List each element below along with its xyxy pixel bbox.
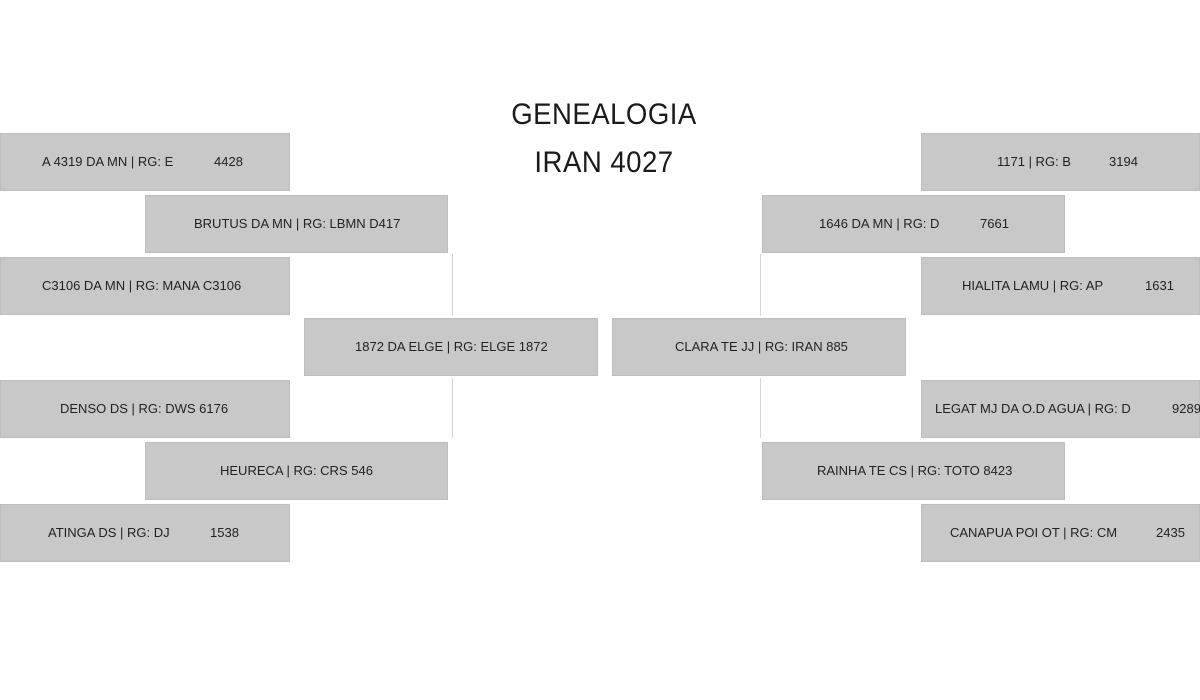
animal-label: ATINGA DS | RG: DJ: [48, 525, 170, 540]
animal-label: 1872 DA ELGE | RG: ELGE 1872: [355, 339, 548, 354]
animal-number: 1631: [1145, 278, 1174, 293]
sire-box: 1872 DA ELGE | RG: ELGE 1872: [304, 318, 598, 376]
animal-label: BRUTUS DA MN | RG: LBMN D417: [194, 216, 401, 231]
connector-right-upper: [760, 254, 761, 316]
left-grandparent-2: HEURECA | RG: CRS 546: [145, 442, 448, 500]
animal-label: HIALITA LAMU | RG: AP: [962, 278, 1104, 293]
animal-label: HEURECA | RG: CRS 546: [220, 463, 373, 478]
left-grandparent-1: BRUTUS DA MN | RG: LBMN D417: [145, 195, 448, 253]
animal-number: 9289: [1172, 401, 1200, 416]
animal-name: IRAN 4027: [534, 146, 674, 179]
animal-label: DENSO DS | RG: DWS 6176: [60, 401, 229, 416]
right-great-grandparent-4: CANAPUA POI OT | RG: CM 2435: [921, 504, 1200, 562]
animal-number: 2435: [1156, 525, 1185, 540]
animal-label: RAINHA TE CS | RG: TOTO 8423: [817, 463, 1013, 478]
right-grandparent-1: 1646 DA MN | RG: D 7661: [762, 195, 1065, 253]
right-great-grandparent-2: HIALITA LAMU | RG: AP 1631: [921, 257, 1200, 315]
animal-number: 3194: [1109, 154, 1138, 169]
animal-label: CANAPUA POI OT | RG: CM: [950, 525, 1118, 540]
left-great-grandparent-4: ATINGA DS | RG: DJ 1538: [0, 504, 290, 562]
animal-label: 1646 DA MN | RG: D: [819, 216, 940, 231]
connector-left-upper: [452, 254, 453, 316]
right-great-grandparent-3: LEGAT MJ DA O.D AGUA | RG: D 9289: [921, 380, 1200, 438]
animal-number: 4428: [214, 154, 243, 169]
animal-label: CLARA TE JJ | RG: IRAN 885: [675, 339, 848, 354]
left-great-grandparent-3: DENSO DS | RG: DWS 6176: [0, 380, 290, 438]
right-grandparent-2: RAINHA TE CS | RG: TOTO 8423: [762, 442, 1065, 500]
connector-left-lower: [452, 378, 453, 438]
animal-number: 7661: [980, 216, 1009, 231]
left-great-grandparent-2: C3106 DA MN | RG: MANA C3106: [0, 257, 290, 315]
page-title: GENEALOGIA: [511, 98, 697, 131]
animal-label: A 4319 DA MN | RG: E: [42, 154, 174, 169]
animal-label: C3106 DA MN | RG: MANA C3106: [42, 278, 242, 293]
animal-label: LEGAT MJ DA O.D AGUA | RG: D: [935, 401, 1131, 416]
left-great-grandparent-1: A 4319 DA MN | RG: E 4428: [0, 133, 290, 191]
animal-label: 1171 | RG: B: [997, 154, 1071, 169]
right-great-grandparent-1: 1171 | RG: B 3194: [921, 133, 1200, 191]
animal-number: 1538: [210, 525, 239, 540]
dam-box: CLARA TE JJ | RG: IRAN 885: [612, 318, 906, 376]
connector-right-lower: [760, 378, 761, 438]
